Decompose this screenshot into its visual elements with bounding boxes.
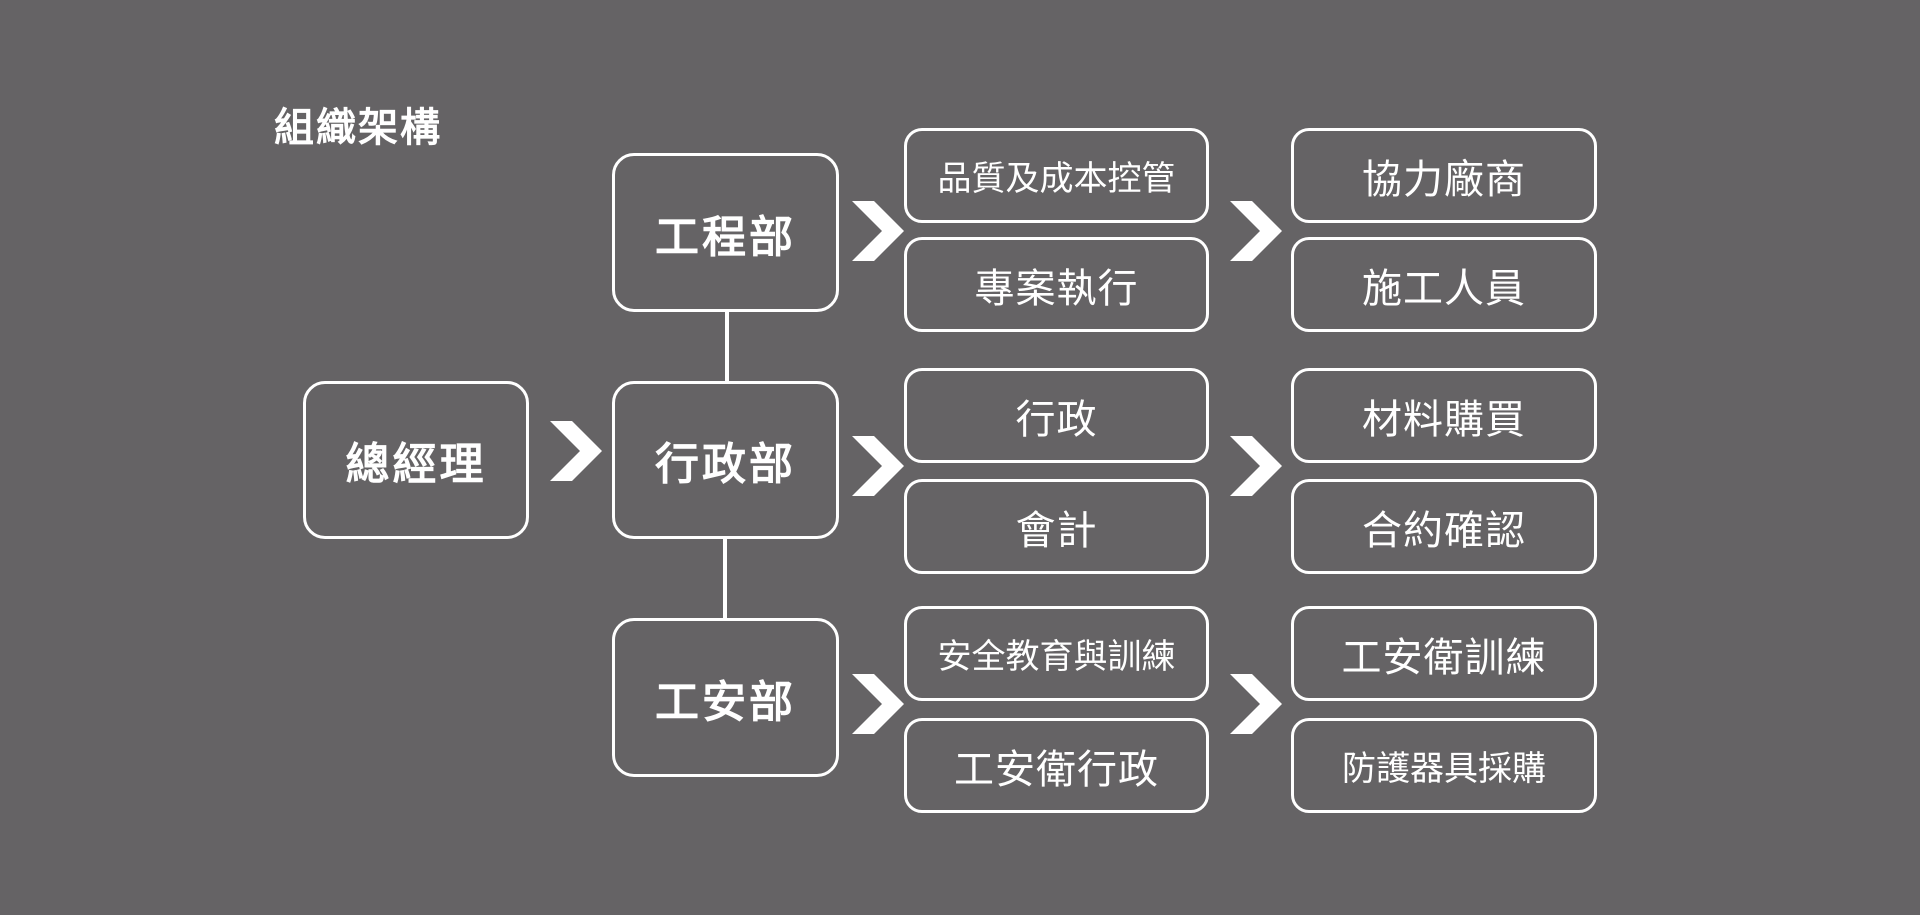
chevron-right-icon [1230,674,1282,734]
node-admin-dept: 行政部 [612,381,839,539]
node-safety-task-1: 安全教育與訓練 [904,606,1209,701]
node-safety-dept: 工安部 [612,618,839,777]
node-eng-output-1: 協力廠商 [1291,128,1597,223]
node-admin-output-1: 材料購買 [1291,368,1597,463]
page-title: 組織架構 [274,105,442,151]
chevron-right-icon [852,674,904,734]
chevron-right-icon [852,201,904,261]
chevron-right-icon [1230,436,1282,496]
node-safety-task-2: 工安衛行政 [904,718,1209,813]
connector-line-top [725,310,729,381]
node-admin-task-1: 行政 [904,368,1209,463]
node-engineering-dept: 工程部 [612,153,839,312]
node-eng-output-2: 施工人員 [1291,237,1597,332]
node-eng-task-2: 專案執行 [904,237,1209,332]
node-admin-task-2: 會計 [904,479,1209,574]
connector-line-bottom [723,539,727,620]
node-admin-output-2: 合約確認 [1291,479,1597,574]
node-eng-task-1: 品質及成本控管 [904,128,1209,223]
node-general-manager: 總經理 [303,381,529,539]
chevron-right-icon [550,421,602,481]
node-safety-output-1: 工安衛訓練 [1291,606,1597,701]
chevron-right-icon [1230,201,1282,261]
node-safety-output-2: 防護器具採購 [1291,718,1597,813]
chevron-right-icon [852,436,904,496]
